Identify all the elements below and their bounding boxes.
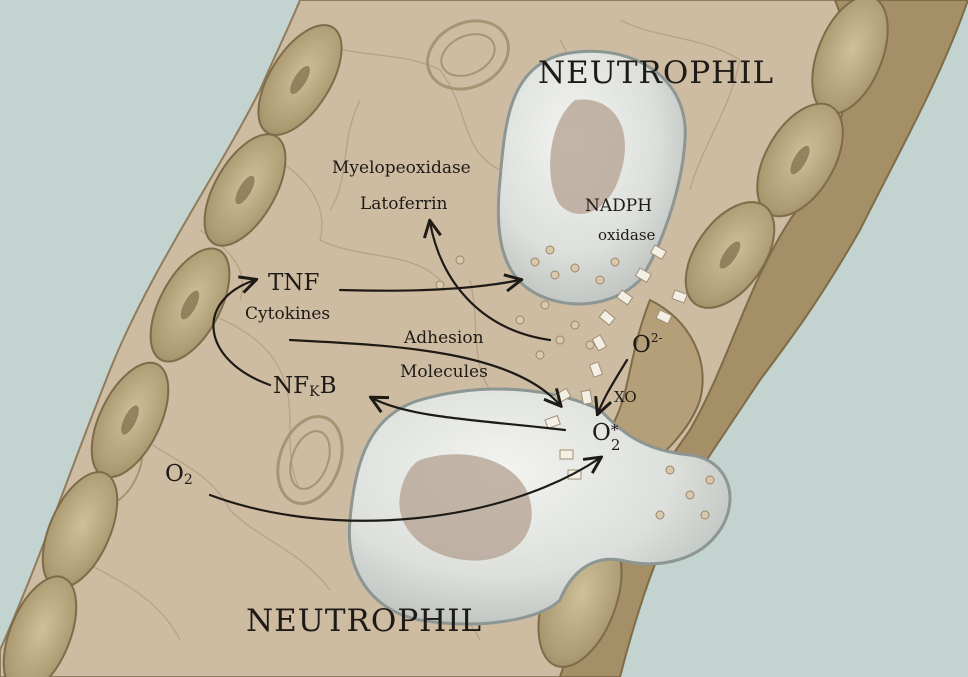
myeloperoxidase-label: Myelopeoxidase: [332, 160, 471, 177]
superoxide-top-label: O2-: [632, 332, 663, 357]
o2-radical-main: O: [592, 420, 611, 446]
molecules-label: Molecules: [400, 364, 488, 381]
neutrophil-bottom-label: NEUTROPHIL: [246, 606, 482, 637]
o2-sub: 2: [184, 472, 193, 488]
nfkb-end: B: [320, 373, 337, 399]
neutrophil-top-label: NEUTROPHIL: [538, 58, 774, 89]
adhesion-label: Adhesion: [404, 330, 484, 347]
cytokines-label: Cytokines: [245, 306, 330, 323]
superoxide-top-main: O: [632, 332, 651, 358]
tnf-label: TNF: [268, 272, 319, 295]
lactoferrin-label: Latoferrin: [360, 196, 447, 213]
o2-radical-label: O*2: [592, 422, 620, 453]
nfkb-label: NFKB: [273, 375, 336, 399]
nfkb-main: NF: [273, 373, 309, 399]
superoxide-top-sup: 2-: [651, 331, 663, 345]
o2-main: O: [165, 461, 184, 487]
xo-label: XO: [614, 390, 637, 405]
o2-label: O2: [165, 463, 193, 487]
nfkb-sub: K: [309, 384, 319, 400]
nadph-label: NADPH: [585, 198, 652, 215]
o2-radical-sub: 2: [611, 438, 621, 453]
oxidase-label: oxidase: [598, 228, 655, 243]
